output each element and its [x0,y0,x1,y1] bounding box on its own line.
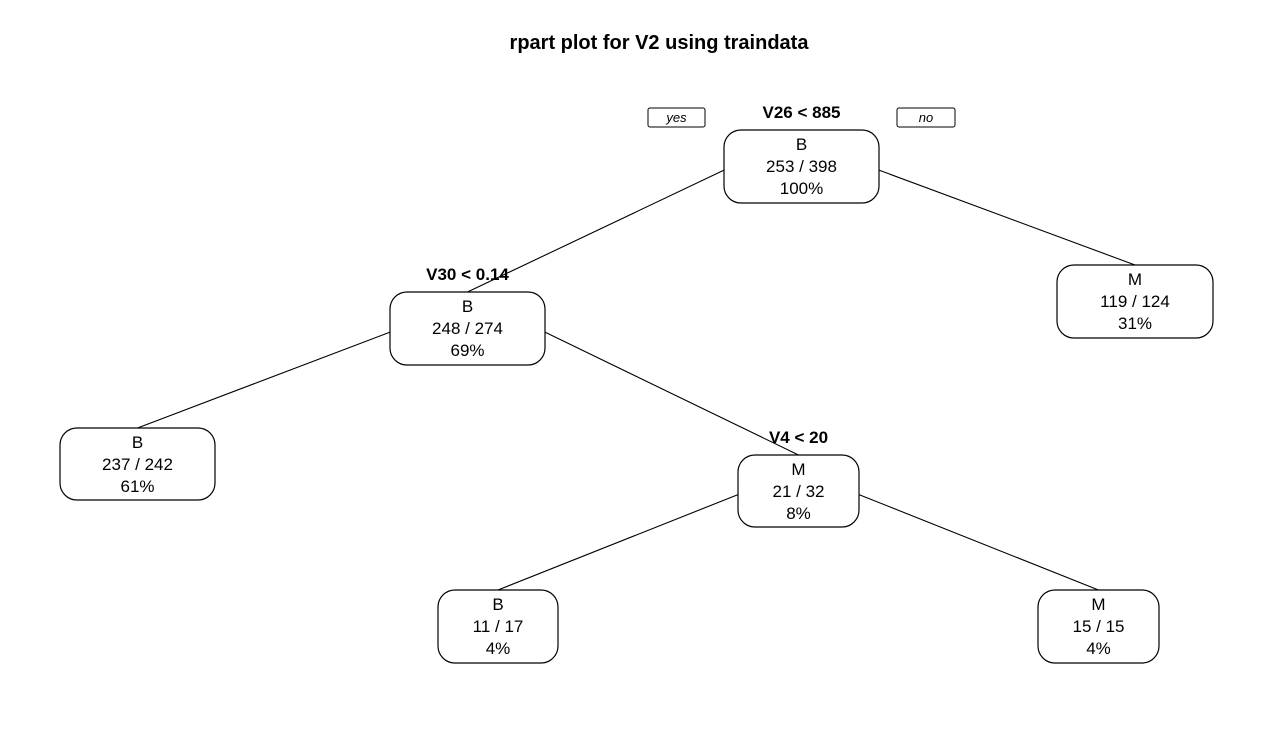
node-percent-label: 31% [1118,314,1152,333]
node-counts-label: 253 / 398 [766,157,837,176]
edge-n2-n5 [544,331,799,456]
tree-node-n2: B 248 / 274 69% V30 < 0.14 [389,265,546,366]
node-counts-label: 248 / 274 [432,319,503,338]
chart-title: rpart plot for V2 using traindata [509,32,809,54]
tree-node-n3: M 119 / 124 31% [1056,264,1214,339]
node-percent-label: 100% [780,179,823,198]
node-percent-label: 69% [450,341,484,360]
no-label-box [896,107,956,128]
node-counts-label: 237 / 242 [102,455,173,474]
node-percent-label: 61% [120,477,154,496]
node-box [437,589,559,664]
edge-root-n3 [878,169,1136,266]
tree-node-n11: M 15 / 15 4% [1037,589,1160,664]
node-percent-label: 8% [786,504,811,523]
node-class-label: M [1128,270,1142,289]
node-box [1037,589,1160,664]
node-counts-label: 15 / 15 [1073,617,1125,636]
yes-no-labels: yes no [647,107,956,128]
node-class-label: M [1091,595,1105,614]
edge-n5-n10 [497,494,739,591]
node-class-label: B [462,297,473,316]
yes-label-box [647,107,706,128]
edge-n5-n11 [858,494,1099,591]
node-counts-label: 119 / 124 [1100,292,1170,311]
tree-node-n4: B 237 / 242 61% [59,427,216,501]
node-class-label: B [132,433,143,452]
tree-node-root: B 253 / 398 100% V26 < 885 [723,103,880,204]
node-percent-label: 4% [1086,639,1111,658]
split-rule-label: V4 < 20 [769,428,828,447]
node-box [737,454,860,528]
node-class-label: M [791,460,805,479]
tree-node-n5: M 21 / 32 8% V4 < 20 [737,428,860,528]
tree-node-n10: B 11 / 17 4% [437,589,559,664]
split-rule-label: V26 < 885 [763,103,841,122]
no-label: no [919,110,933,125]
node-counts-label: 11 / 17 [473,617,524,636]
node-class-label: B [796,135,807,154]
edge-root-n2 [467,169,725,293]
node-percent-label: 4% [486,639,511,658]
yes-label: yes [665,110,687,125]
node-box [1056,264,1214,339]
node-class-label: B [492,595,503,614]
node-box [59,427,216,501]
edge-n2-n4 [137,331,391,429]
node-counts-label: 21 / 32 [773,482,825,501]
split-rule-label: V30 < 0.14 [426,265,509,284]
tree-edges [137,169,1136,591]
node-box [723,129,880,204]
node-box [389,291,546,366]
